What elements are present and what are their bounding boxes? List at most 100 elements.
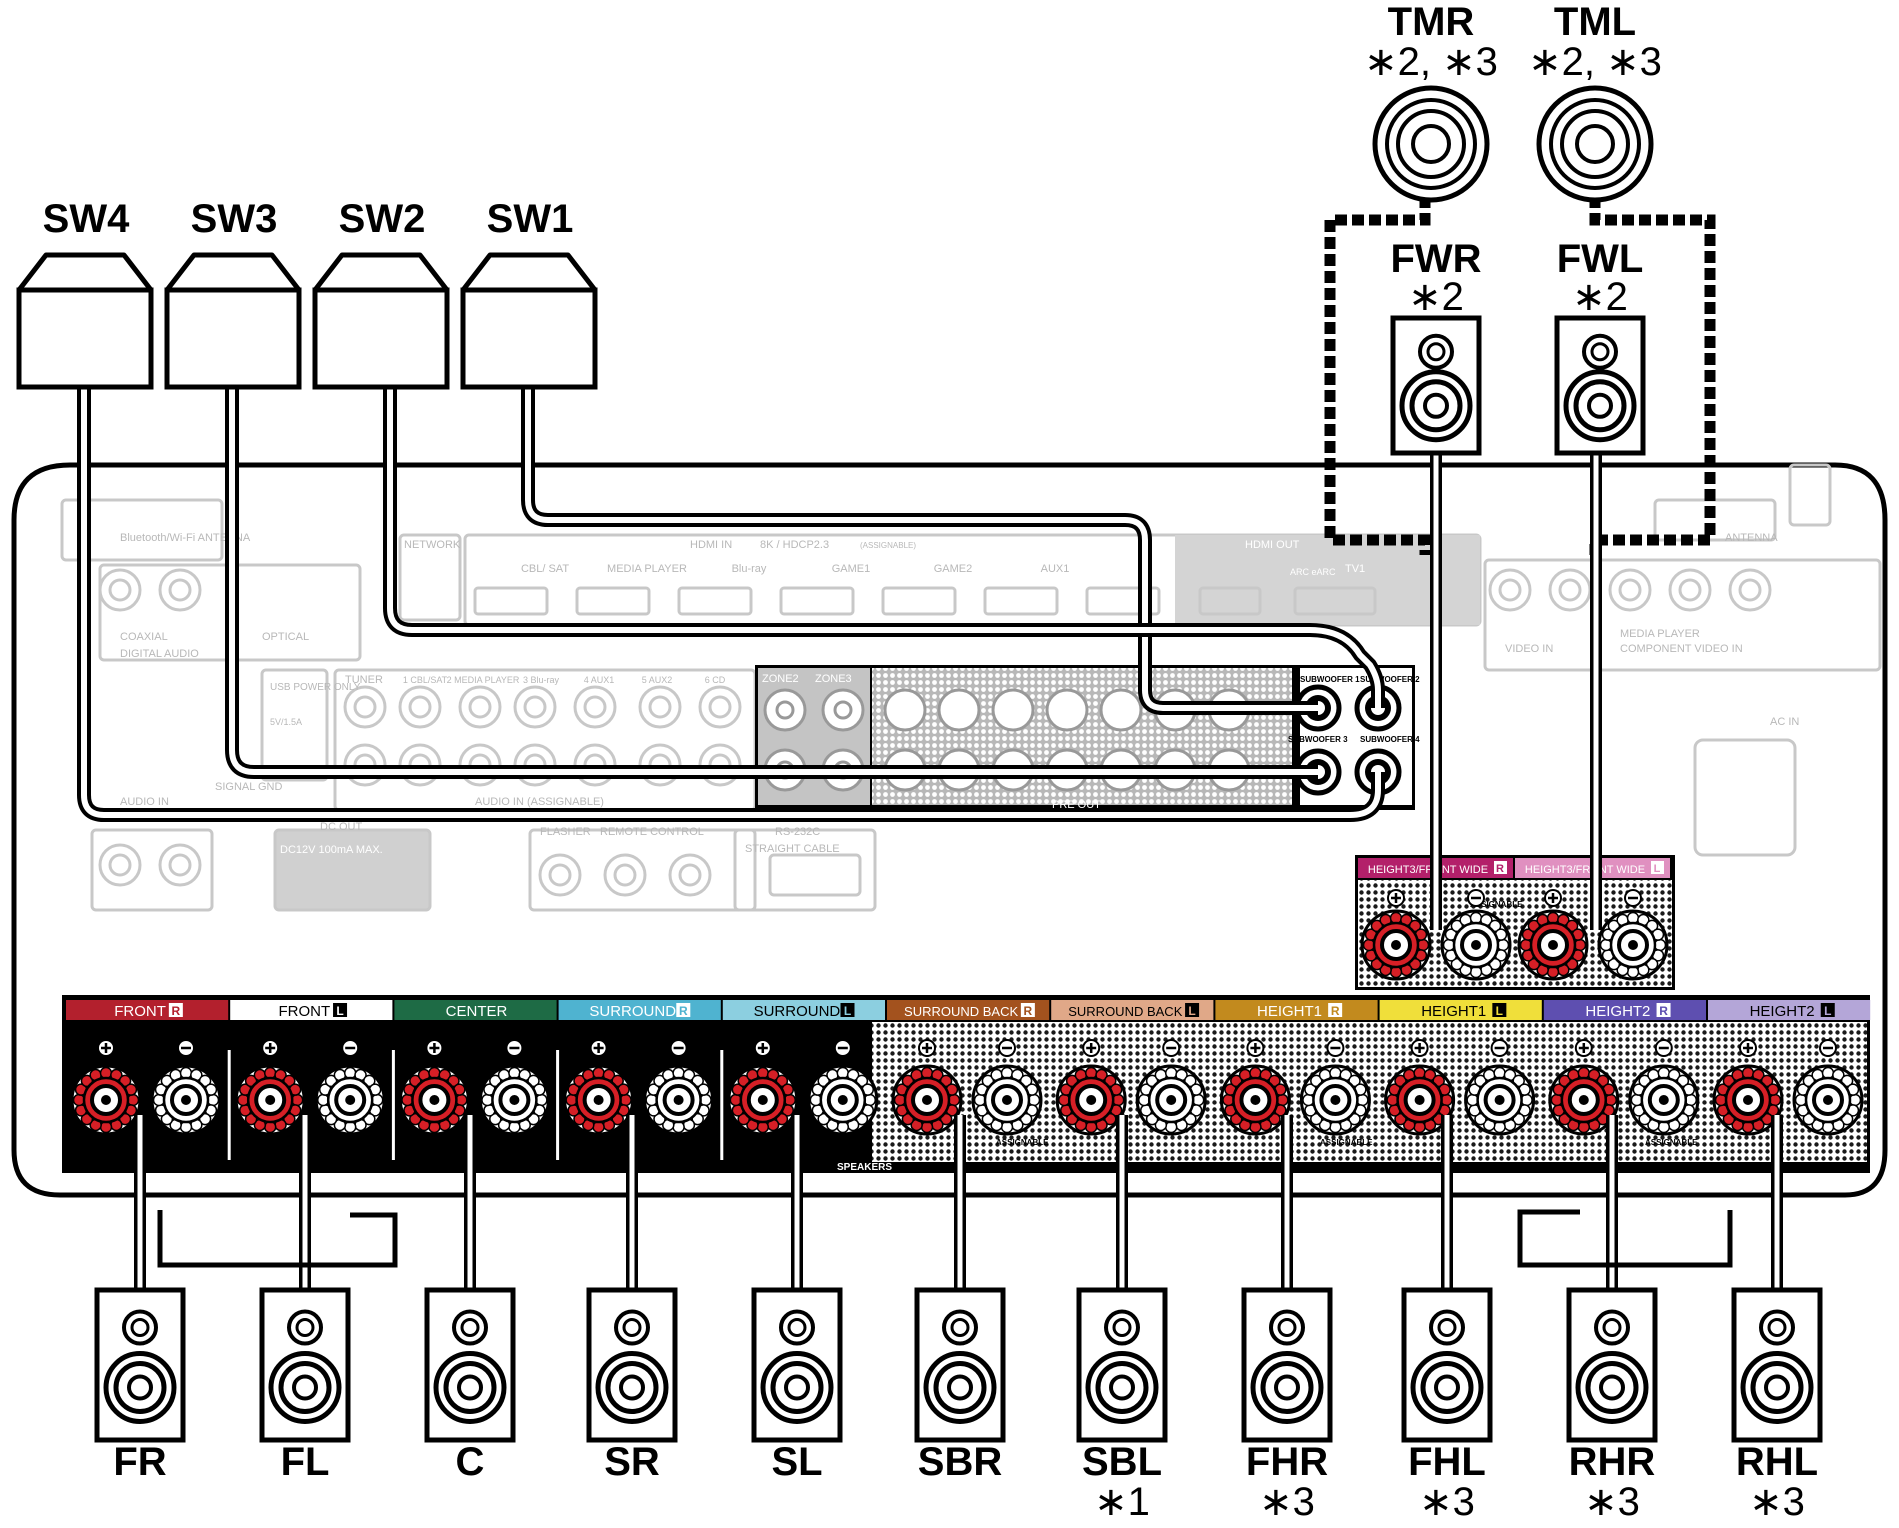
speaker-3-woofer-cap: [457, 1374, 483, 1401]
terminal-pair-5: [727, 1039, 879, 1136]
ac-in-socket: [1693, 738, 1797, 857]
speaker-note-8: ∗3: [1259, 1480, 1315, 1523]
terminal-label-text-4: SURROUND: [589, 1003, 676, 1020]
faint-hdmi-port-3: [677, 586, 753, 616]
top-speaker-tmr: TMR∗2, ∗3: [1364, 0, 1498, 203]
speaker-fr: FR: [94, 1287, 186, 1484]
faint-jack-inner-25: [613, 863, 637, 887]
subwoofer-sw2: SW2: [312, 197, 450, 390]
terminal-red-10-hole: [1578, 1095, 1589, 1105]
top-speaker-dashed-links: [1324, 196, 1716, 555]
subwoofer-top-3: [312, 252, 450, 293]
tml-dashed-link: [1589, 196, 1716, 555]
faint-jack-inner-18: [1558, 578, 1582, 602]
terminal-label-3: CENTER: [394, 1000, 557, 1020]
faint-jack-24: [538, 853, 582, 897]
bt-antenna-block: [60, 498, 224, 562]
terminal-pair-4: [563, 1039, 715, 1136]
optical-text: OPTICAL: [262, 631, 309, 643]
speaker-sr: SR: [586, 1287, 678, 1484]
terminal-red-5-hole: [757, 1095, 768, 1105]
terminal-red-3-hole: [429, 1095, 440, 1105]
speaker-6-woofer-cap: [947, 1374, 973, 1401]
terminal-label-bg-2: [230, 1000, 393, 1020]
terminal-pair-3: [398, 1039, 550, 1136]
subwoofer-body-4: [460, 287, 598, 390]
speaker-fhr: FHR∗3: [1241, 1287, 1333, 1524]
terminal-white-2-petals: [316, 1066, 384, 1134]
terminal-white-6-hole: [1002, 1095, 1012, 1105]
terminal-red-6-hole: [922, 1095, 932, 1105]
usb-block: [260, 668, 329, 782]
terminal-red-9-hole: [1414, 1095, 1425, 1105]
front-wide-note-1: ∗2: [1408, 275, 1464, 319]
height3-white-2-hole: [1628, 940, 1638, 950]
terminal-label-bg-3: [394, 1000, 557, 1020]
audio-in-label-3: 3 Blu-ray: [523, 675, 560, 685]
dc-out-text: DC OUT: [320, 821, 362, 833]
subwoofer-top-1: [16, 252, 154, 293]
remote-block: [528, 828, 757, 912]
network-text: NETWORK: [404, 539, 461, 551]
terminal-white-2-hole: [345, 1095, 356, 1105]
top-speaker-1-cap: [1411, 124, 1451, 164]
terminal-label-badge-text-11: L: [1824, 1004, 1831, 1018]
component-video-text: COMPONENT VIDEO IN: [1620, 643, 1743, 655]
faint-jack-7: [573, 685, 617, 729]
terminal-label-badge-text-1: R: [172, 1004, 181, 1018]
speaker-1-woofer-cap: [127, 1374, 153, 1401]
subwoofer-label-1: SW4: [43, 197, 130, 241]
speaker-label-7: SBL: [1082, 1440, 1162, 1484]
terminal-red-11-hole: [1743, 1095, 1753, 1105]
speaker-9-woofer-cap: [1434, 1374, 1460, 1401]
terminal-red-7-petals: [1057, 1066, 1125, 1134]
zone3-text: ZONE3: [815, 673, 852, 685]
tmr-dashed-link: [1324, 196, 1431, 555]
faint-jack-25: [603, 853, 647, 897]
speaker-note-10: ∗3: [1584, 1480, 1640, 1523]
faint-hdmi-port-2: [575, 586, 651, 616]
subwoofer4-text: SUBWOOFER 4: [1360, 735, 1420, 744]
assignable-text-1: ASSIGNABLE: [996, 1138, 1049, 1147]
faint-jack-inner-5: [468, 695, 492, 719]
speaker-8-tweeter-dome: [1277, 1318, 1297, 1337]
speaker-sbl: SBL∗1: [1076, 1287, 1168, 1524]
subwoofer-sw3: SW3: [164, 197, 302, 390]
height3-label-text-2: HEIGHT3/FRONT WIDE: [1525, 864, 1645, 876]
height3-label-badge-text-2: L: [1654, 863, 1661, 875]
terminal-label-badge-text-2: L: [336, 1004, 343, 1018]
audio-in-aux: [90, 828, 214, 912]
speaker-2-tweeter-dome: [295, 1318, 315, 1337]
speaker-fhl: FHL∗3: [1401, 1287, 1493, 1524]
faint-jack-5: [458, 685, 502, 729]
front-wide-speaker-2-woofer-cap: [1587, 392, 1613, 419]
faint-jack-26: [668, 853, 712, 897]
faint-hdmi-port-6: [983, 586, 1059, 616]
straight-cable-text: STRAIGHT CABLE: [745, 843, 840, 855]
faint-jack-6: [513, 685, 557, 729]
hdmi-in-label-4: GAME1: [832, 563, 871, 575]
speaker-label-3: C: [456, 1440, 485, 1484]
hdmi-assignable-text: (ASSIGNABLE): [860, 541, 916, 550]
antenna-post: [1788, 463, 1832, 527]
terminal-label-badge-5: [840, 1003, 855, 1017]
terminal-white-7-hole: [1166, 1095, 1177, 1105]
terminal-label-badge-text-5: L: [844, 1004, 851, 1018]
speakers-text: SPEAKERS: [837, 1162, 892, 1173]
terminal-label-text-7: SURROUND BACK: [1068, 1004, 1182, 1019]
speaker-label-4: SR: [604, 1440, 660, 1484]
terminal-white-3-petals: [481, 1066, 548, 1134]
subwoofer-top-2: [164, 252, 302, 293]
height3-white-1-hole: [1471, 940, 1481, 950]
faint-hdmi-port-4: [779, 586, 855, 616]
terminal-label-badge-8: [1328, 1003, 1343, 1017]
terminal-label-text-11: HEIGHT2: [1750, 1003, 1815, 1020]
front-wide-speaker-fwr: FWR∗2: [1390, 237, 1482, 456]
speaker-sl: SL: [751, 1287, 843, 1484]
speaker-2-woofer-cap: [292, 1374, 318, 1401]
